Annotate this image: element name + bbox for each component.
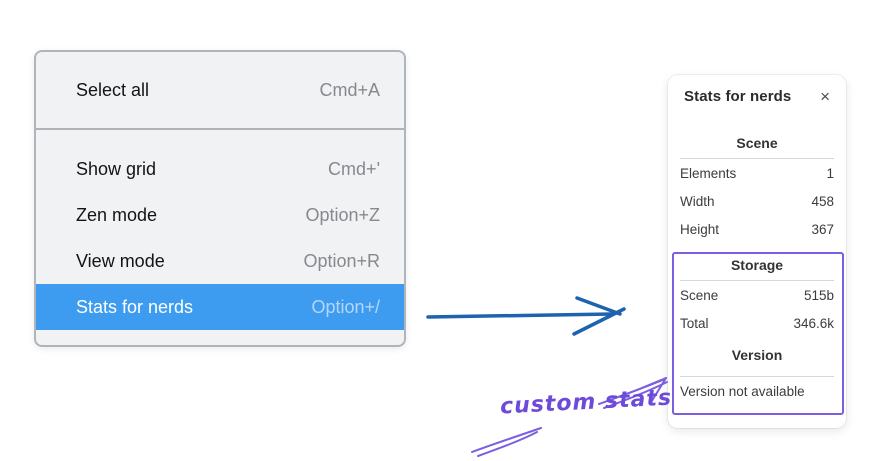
menu-item-zen-mode[interactable]: Zen mode Option+Z bbox=[36, 192, 404, 238]
close-icon[interactable]: × bbox=[820, 86, 830, 106]
menu-item-shortcut: Cmd+' bbox=[328, 158, 380, 179]
stat-value: 346.6k bbox=[793, 315, 834, 331]
stat-label: Height bbox=[680, 221, 720, 237]
stat-label: Elements bbox=[680, 165, 737, 181]
stat-label: Scene bbox=[680, 287, 719, 303]
menu-item-select-all[interactable]: Select all Cmd+A bbox=[36, 68, 404, 112]
stats-panel-title: Stats for nerds bbox=[684, 87, 792, 105]
context-menu: Select all Cmd+A Show grid Cmd+' Zen mod… bbox=[34, 50, 406, 347]
stats-section-scene: Scene Elements 1 Width 458 Height 367 bbox=[680, 135, 834, 243]
stats-panel: Stats for nerds × Scene Elements 1 Width… bbox=[668, 75, 846, 428]
menu-item-stats-for-nerds[interactable]: Stats for nerds Option+/ bbox=[36, 284, 404, 330]
stat-value: 458 bbox=[811, 193, 834, 209]
menu-divider bbox=[36, 128, 404, 130]
menu-item-label: Zen mode bbox=[76, 204, 158, 225]
menu-item-view-mode[interactable]: View mode Option+R bbox=[36, 238, 404, 284]
stat-row-height: Height 367 bbox=[680, 215, 834, 243]
annotation-text: custom stats bbox=[499, 385, 673, 420]
stats-section-storage: Storage Scene 515b Total 346.6k bbox=[680, 257, 834, 337]
menu-item-shortcut: Option+R bbox=[303, 250, 380, 271]
stat-label: Width bbox=[680, 193, 715, 209]
menu-item-label: Select all bbox=[76, 79, 150, 100]
menu-item-shortcut: Option+/ bbox=[311, 296, 380, 317]
section-divider bbox=[680, 280, 834, 281]
menu-item-shortcut: Option+Z bbox=[305, 204, 380, 225]
stat-value: 1 bbox=[826, 165, 834, 181]
stat-row-width: Width 458 bbox=[680, 187, 834, 215]
stats-section-version: Version Version not available bbox=[680, 347, 834, 405]
stat-value: 515b bbox=[803, 287, 834, 303]
annotation-arrow bbox=[471, 377, 668, 457]
section-divider bbox=[680, 376, 834, 377]
stats-panel-header: Stats for nerds × bbox=[680, 87, 834, 105]
stat-row-total-storage: Total 346.6k bbox=[680, 309, 834, 337]
section-heading: Storage bbox=[730, 257, 784, 273]
section-heading: Version bbox=[731, 347, 783, 363]
version-note: Version not available bbox=[680, 383, 805, 399]
section-divider bbox=[680, 158, 834, 159]
stat-label: Total bbox=[680, 315, 709, 331]
menu-item-label: View mode bbox=[76, 250, 165, 271]
stat-row-elements: Elements 1 bbox=[680, 159, 834, 187]
stat-value: 367 bbox=[811, 221, 834, 237]
flow-arrow bbox=[426, 296, 626, 336]
stat-row-scene-storage: Scene 515b bbox=[680, 281, 834, 309]
menu-item-label: Show grid bbox=[76, 158, 157, 179]
menu-item-shortcut: Cmd+A bbox=[319, 79, 380, 100]
menu-group: Show grid Cmd+' Zen mode Option+Z View m… bbox=[36, 146, 404, 330]
menu-item-show-grid[interactable]: Show grid Cmd+' bbox=[36, 146, 404, 192]
menu-item-label: Stats for nerds bbox=[76, 296, 194, 317]
section-heading: Scene bbox=[736, 135, 778, 151]
